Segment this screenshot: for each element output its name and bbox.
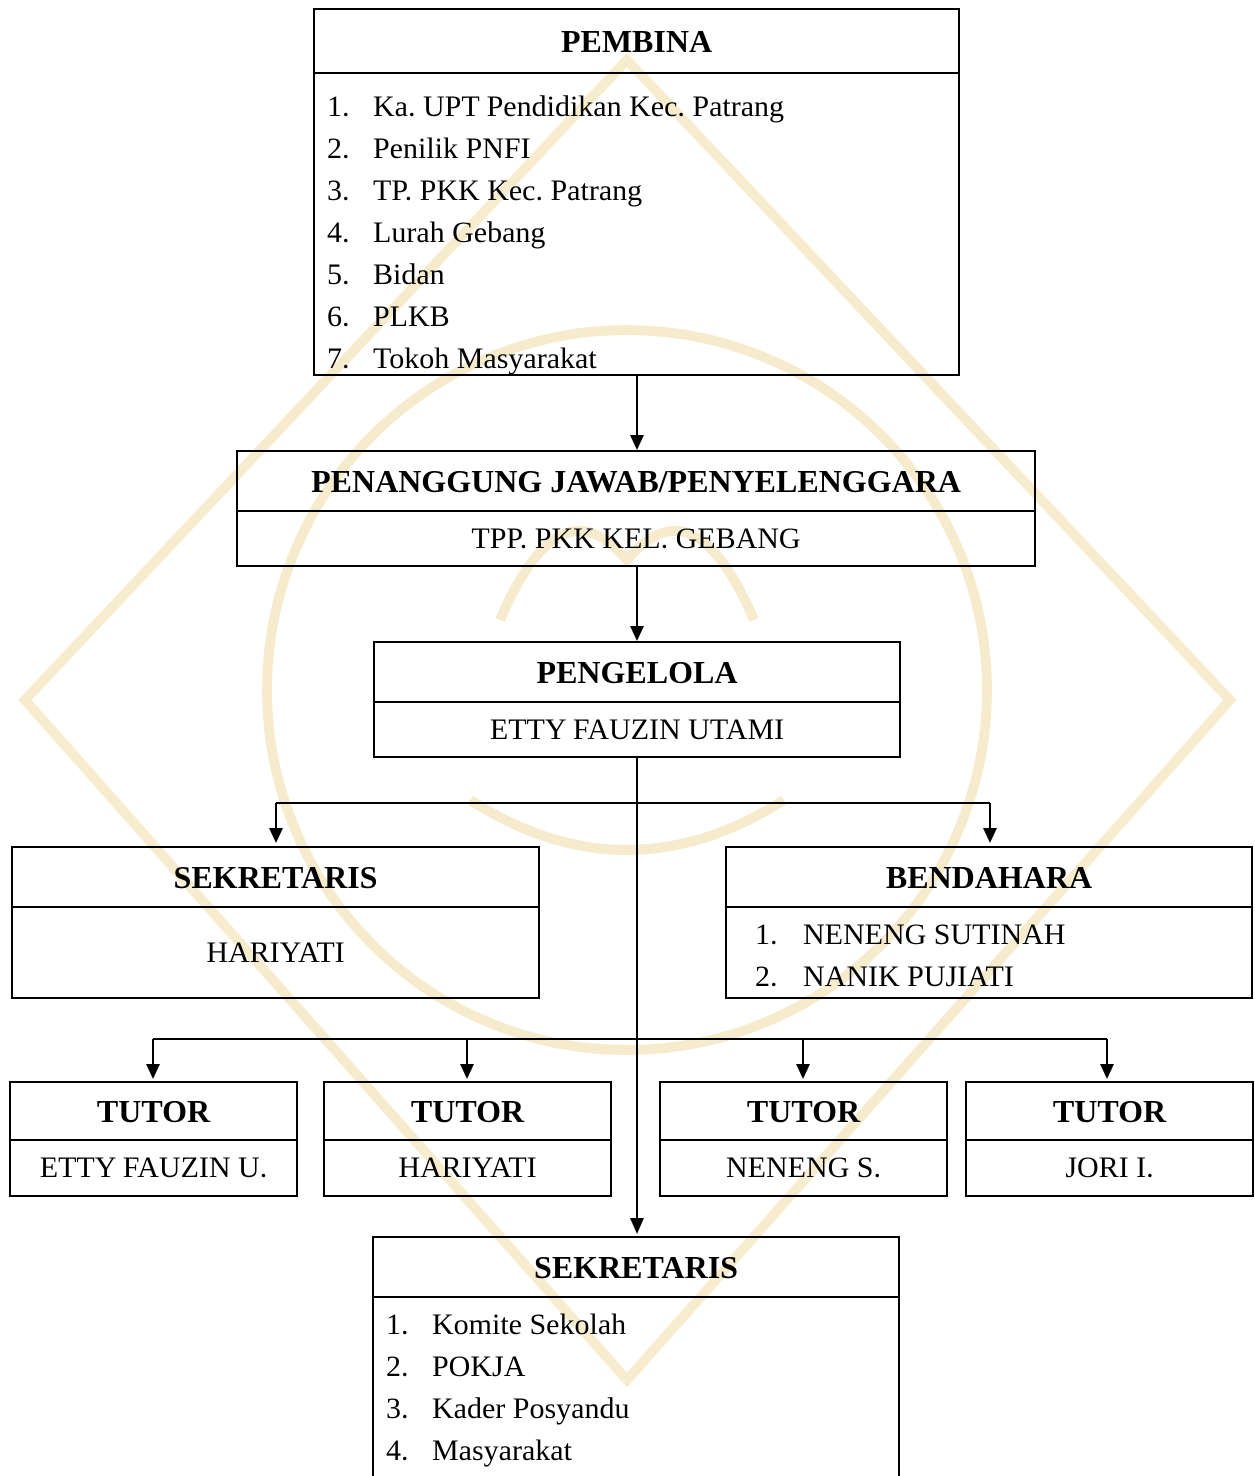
tutor-title: TUTOR: [967, 1083, 1252, 1141]
sekretaris-bottom-box: SEKRETARIS 1.Komite Sekolah 2.POKJA 3.Ka…: [372, 1236, 900, 1476]
penanggung-title: PENANGGUNG JAWAB/PENYELENGGARA: [238, 452, 1034, 512]
pembina-list: 1.Ka. UPT Pendidikan Kec. Patrang 2.Peni…: [315, 74, 958, 380]
list-item: 4.Masyarakat: [386, 1434, 572, 1467]
penanggung-name: TPP. PKK KEL. GEBANG: [471, 521, 801, 555]
list-item: 3.Kader Posyandu: [386, 1392, 630, 1425]
list-item: 1.Komite Sekolah: [386, 1308, 627, 1341]
sekretaris-box: SEKRETARIS HARIYATI: [11, 846, 540, 999]
bendahara-box: BENDAHARA 1.NENENG SUTINAH 2.NANIK PUJIA…: [725, 846, 1253, 999]
list-item: 3.TP. PKK Kec. Patrang: [327, 174, 643, 207]
list-item: 2.Penilik PNFI: [327, 132, 531, 165]
sekretaris-name: HARIYATI: [206, 935, 345, 969]
list-item: 4.Lurah Gebang: [327, 216, 546, 249]
list-item: 6.PLKB: [327, 300, 450, 333]
tutor-box-2: TUTOR HARIYATI: [323, 1081, 612, 1197]
sekretaris-title: SEKRETARIS: [13, 848, 538, 908]
tutor-name: HARIYATI: [398, 1151, 537, 1184]
sekretaris-bottom-list: 1.Komite Sekolah 2.POKJA 3.Kader Posyand…: [374, 1298, 898, 1472]
pengelola-title: PENGELOLA: [375, 643, 899, 703]
list-item: 7.Tokoh Masyarakat: [327, 342, 597, 375]
tutor-name: ETTY FAUZIN U.: [39, 1151, 268, 1184]
pengelola-box: PENGELOLA ETTY FAUZIN UTAMI: [373, 641, 901, 758]
tutor-box-3: TUTOR NENENG S.: [659, 1081, 948, 1197]
tutor-title: TUTOR: [11, 1083, 296, 1141]
tutor-title: TUTOR: [325, 1083, 610, 1141]
tutor-name: NENENG S.: [726, 1151, 881, 1184]
tutor-box-1: TUTOR ETTY FAUZIN U.: [9, 1081, 298, 1197]
list-item: 1.Ka. UPT Pendidikan Kec. Patrang: [327, 90, 785, 123]
list-item: 5.Bidan: [327, 258, 445, 291]
list-item: 1.NENENG SUTINAH: [755, 918, 1066, 951]
tutor-box-4: TUTOR JORI I.: [965, 1081, 1254, 1197]
pengelola-name: ETTY FAUZIN UTAMI: [489, 712, 785, 746]
bendahara-title: BENDAHARA: [727, 848, 1251, 908]
tutor-title: TUTOR: [661, 1083, 946, 1141]
pembina-title: PEMBINA: [315, 10, 958, 74]
bendahara-list: 1.NENENG SUTINAH 2.NANIK PUJIATI: [727, 908, 1251, 998]
sekretaris-bottom-title: SEKRETARIS: [374, 1238, 898, 1298]
tutor-name: JORI I.: [1065, 1151, 1154, 1184]
list-item: 2.POKJA: [386, 1350, 526, 1383]
pembina-box: PEMBINA 1.Ka. UPT Pendidikan Kec. Patran…: [313, 8, 960, 376]
penanggung-box: PENANGGUNG JAWAB/PENYELENGGARA TPP. PKK …: [236, 450, 1036, 567]
list-item: 2.NANIK PUJIATI: [755, 960, 1014, 993]
